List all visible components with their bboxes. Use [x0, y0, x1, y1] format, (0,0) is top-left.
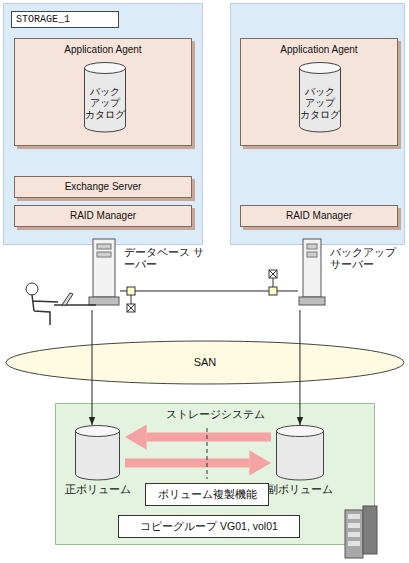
server-icon-outline — [298, 238, 326, 310]
cylinder-top — [300, 63, 341, 74]
box-label: コピーグループ VG01, vol01 — [119, 516, 299, 537]
server-tower — [303, 239, 321, 297]
terminator-symbol — [127, 304, 135, 312]
operator-icon — [26, 283, 96, 325]
volume-cylinder: 副ボリューム — [276, 425, 324, 480]
san-outline — [6, 341, 404, 384]
software-box: RAID Manager — [14, 205, 192, 227]
server-drive — [97, 252, 111, 257]
storage-heading: ストレージシステム — [56, 408, 374, 420]
server-base — [89, 297, 119, 305]
operator-head — [26, 283, 38, 295]
storage-system-box: ストレージシステム正ボリューム副ボリュームボリューム複製機能コピーグループ VG… — [55, 403, 375, 545]
server-label: バックアップ サーバー — [330, 246, 408, 270]
catalog-cylinder: バック アップ カタログ — [299, 62, 341, 132]
san-ellipse: SAN — [5, 340, 405, 385]
cylinder-body — [277, 431, 324, 480]
catalog-cylinder-outline — [84, 62, 126, 132]
volume-cylinder-outline — [75, 425, 120, 480]
copy-group-box: コピーグループ VG01, vol01 — [118, 515, 300, 538]
server-base — [299, 297, 325, 305]
box-label: RAID Manager — [241, 206, 397, 226]
server-drive — [97, 244, 111, 249]
box-heading: Application Agent — [15, 44, 191, 56]
cylinder-label: バック アップ カタログ — [84, 76, 126, 130]
network-ports — [127, 270, 277, 312]
terminator-cross — [127, 304, 135, 312]
port-symbol — [127, 287, 135, 295]
server-tower — [93, 239, 115, 297]
san-label: SAN — [5, 340, 405, 385]
volume-cylinder-outline — [276, 425, 324, 480]
catalog-cylinder-outline — [299, 62, 341, 132]
box-label: ボリューム複製機能 — [146, 484, 268, 505]
cylinder-top — [85, 63, 126, 74]
operator-body — [32, 295, 58, 325]
port-symbol — [269, 287, 277, 295]
cylinder-label: バック アップ カタログ — [299, 76, 341, 130]
cylinder-body — [76, 431, 120, 480]
server-drive — [307, 244, 317, 249]
box-label: RAID Manager — [15, 206, 191, 226]
volume-label: 副ボリューム — [256, 483, 344, 495]
software-box: Application Agent バック アップ カタログ — [240, 38, 398, 146]
software-box: Application Agent バック アップ カタログ — [14, 38, 192, 146]
storage-label: STORAGE_1 — [11, 11, 119, 28]
host-panel: Application Agent バック アップ カタログ RAID Manage… — [230, 3, 405, 245]
lan-line — [120, 290, 298, 291]
terminator-cross — [269, 270, 277, 278]
server-icon-outline — [88, 238, 120, 310]
cylinder-body — [300, 68, 341, 132]
function-box: ボリューム複製機能 — [145, 483, 269, 506]
cylinder-body — [85, 68, 126, 132]
server-icon: データベース サーバー — [88, 238, 120, 310]
terminator-symbol — [269, 270, 277, 278]
software-box: Exchange Server — [14, 176, 192, 198]
port-lead — [131, 295, 132, 304]
server-label: データベース サーバー — [124, 246, 204, 270]
volume-cylinder: 正ボリューム — [75, 425, 120, 480]
host-panel: STORAGE_1Application Agent バック アップ カタログ Ex… — [3, 3, 203, 245]
port-lead — [273, 278, 274, 287]
box-label: Exchange Server — [15, 177, 191, 197]
software-box: RAID Manager — [240, 205, 398, 227]
cylinder-top — [277, 426, 324, 437]
catalog-cylinder: バック アップ カタログ — [84, 62, 126, 132]
server-drive — [307, 252, 317, 257]
box-heading: Application Agent — [241, 44, 397, 56]
server-icon: バックアップ サーバー — [298, 238, 326, 310]
cylinder-top — [76, 426, 120, 437]
terminal-icon — [62, 293, 73, 305]
volume-label: 正ボリューム — [53, 483, 142, 495]
